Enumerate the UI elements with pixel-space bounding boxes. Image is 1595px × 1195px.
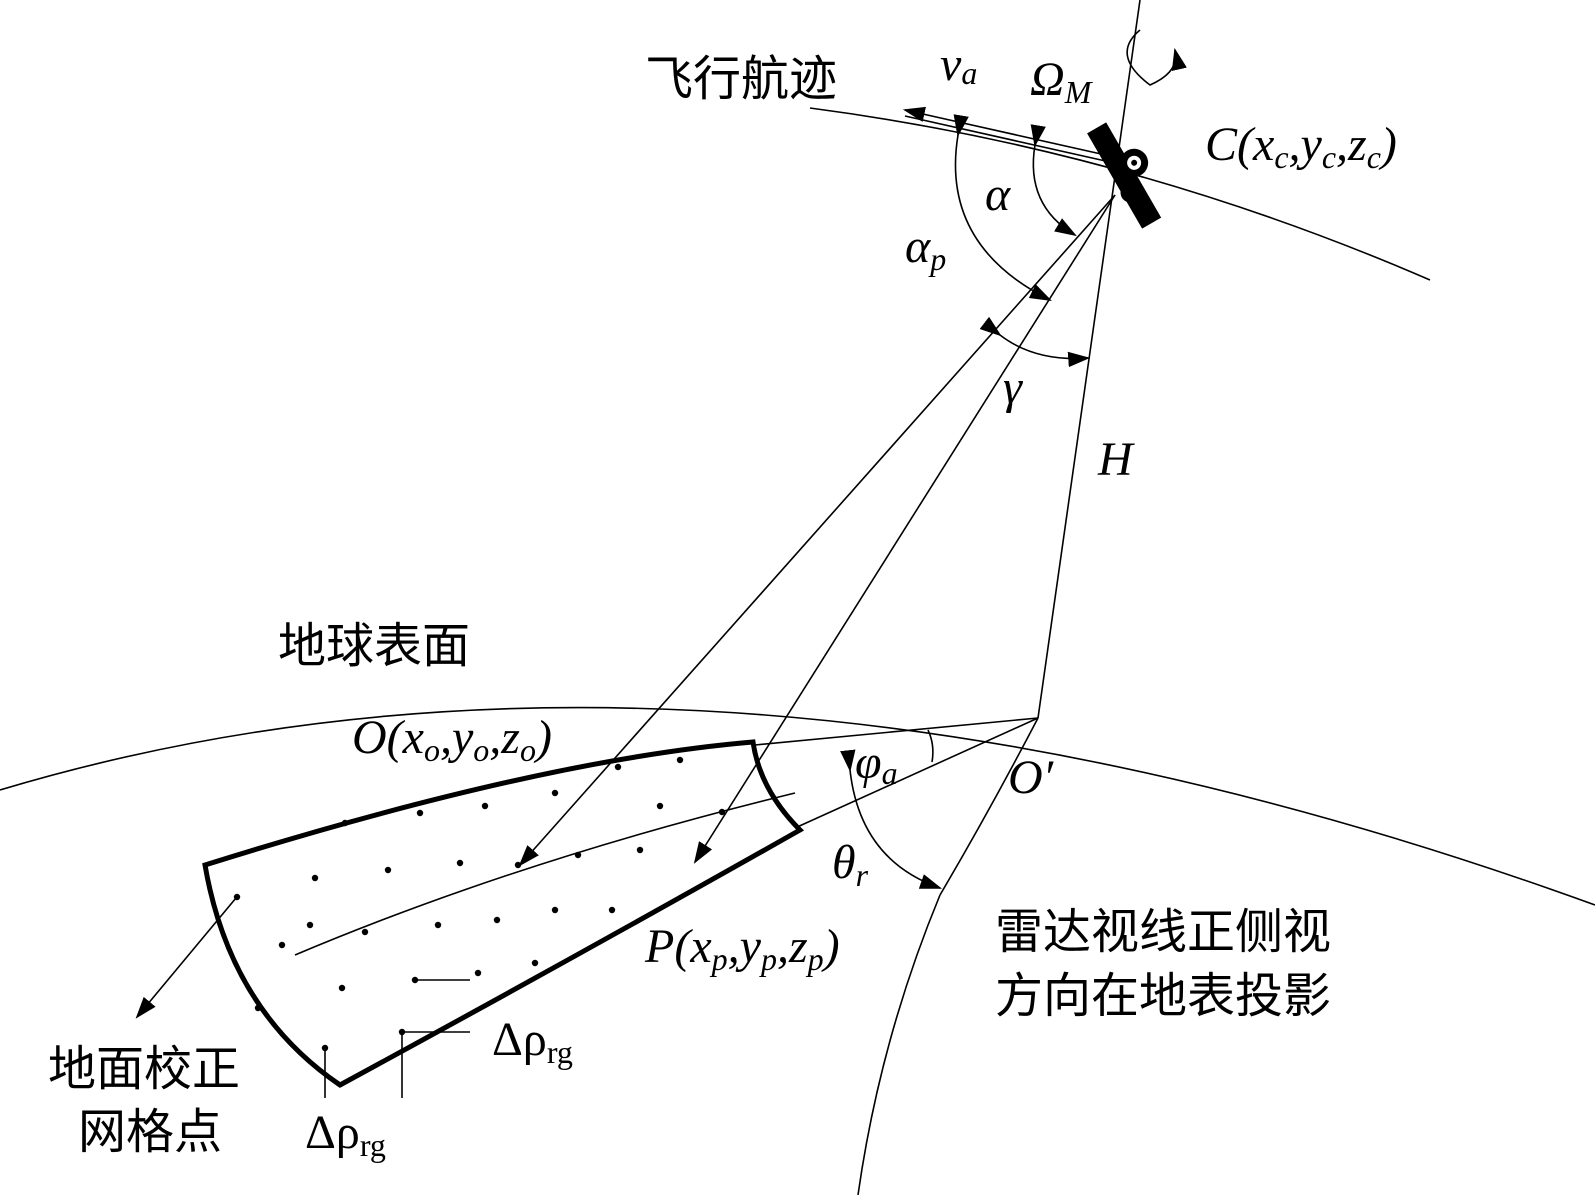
gamma-angle-arc: [979, 316, 1091, 368]
point-o-label: O(xo,yo,zo): [352, 711, 552, 768]
alpha-p-angle-arc: [953, 114, 1052, 301]
theta-r-label: θr: [832, 836, 869, 893]
alpha-label: α: [985, 168, 1011, 221]
grid-point: [311, 874, 319, 882]
los-projection-curve: [857, 894, 941, 1195]
line-oprime-to-o: [754, 717, 1039, 746]
grid-point: [493, 916, 501, 924]
grid-point: [341, 819, 349, 827]
grid-point: [608, 906, 616, 914]
grid-point: [531, 959, 539, 967]
o-prime-label: O′: [1008, 751, 1055, 804]
grid-point: [456, 859, 464, 867]
grid-points: [233, 756, 726, 1052]
theta-r-angle-arc: [840, 749, 943, 889]
grid-point: [676, 756, 684, 764]
flight-track-label: 飞行航迹: [645, 51, 837, 107]
phi-a-label: φa: [855, 736, 898, 791]
grid-point: [574, 851, 582, 859]
ray-to-o: [518, 194, 1116, 867]
grid-point: [361, 928, 369, 936]
earth-surface-label: 地球表面: [278, 618, 470, 674]
phi-a-angle-arc: [927, 729, 934, 763]
grid-point: [551, 906, 559, 914]
velocity-arrow-double: [904, 115, 1111, 163]
grid-point: [306, 921, 314, 929]
omega-rotation-arc: [1126, 29, 1187, 86]
point-p-label: P(xp,yp,zp): [644, 920, 840, 977]
grid-points-label-line2: 网格点: [78, 1104, 222, 1160]
alpha-angle-arc: [1030, 124, 1077, 237]
grid-point: [636, 846, 644, 854]
grid-point: [656, 802, 664, 810]
velocity-label: va: [940, 38, 977, 91]
grid-point: [551, 789, 559, 797]
satellite-icon: [1087, 122, 1162, 229]
omega-label: ΩM: [1030, 53, 1094, 110]
grid-boundary: [202, 739, 805, 1088]
height-label: H: [1097, 433, 1135, 486]
ray-to-p: [693, 194, 1116, 864]
grid-point: [384, 866, 392, 874]
radar-los-label-line1: 雷达视线正侧视: [995, 904, 1331, 960]
grid-point: [718, 808, 726, 816]
delta-rho-side-label: Δρrg: [492, 1013, 573, 1070]
los-projection-upper: [939, 717, 1039, 896]
grid-point: [278, 941, 286, 949]
grid-point: [254, 1004, 262, 1012]
alpha-p-label: αp: [905, 220, 946, 277]
grid-points-label-line1: 地面校正: [48, 1041, 240, 1097]
gamma-label: γ: [1003, 361, 1023, 414]
grid-point: [614, 763, 622, 771]
earth-surface-arc: [0, 706, 1595, 906]
grid-point: [434, 921, 442, 929]
grid-point: [514, 861, 522, 869]
grid-point: [416, 809, 424, 817]
grid-callout-arrow: [135, 897, 237, 1019]
grid-point: [338, 984, 346, 992]
radar-los-label-line2: 方向在地表投影: [995, 968, 1331, 1024]
grid-point: [481, 802, 489, 810]
point-c-label: C(xc,yc,zc): [1205, 118, 1397, 175]
velocity-arrow: [902, 106, 1111, 157]
delta-rho-bottom-label: Δρrg: [305, 1106, 386, 1163]
line-oprime-to-p: [794, 717, 1039, 829]
grid-point: [474, 969, 482, 977]
